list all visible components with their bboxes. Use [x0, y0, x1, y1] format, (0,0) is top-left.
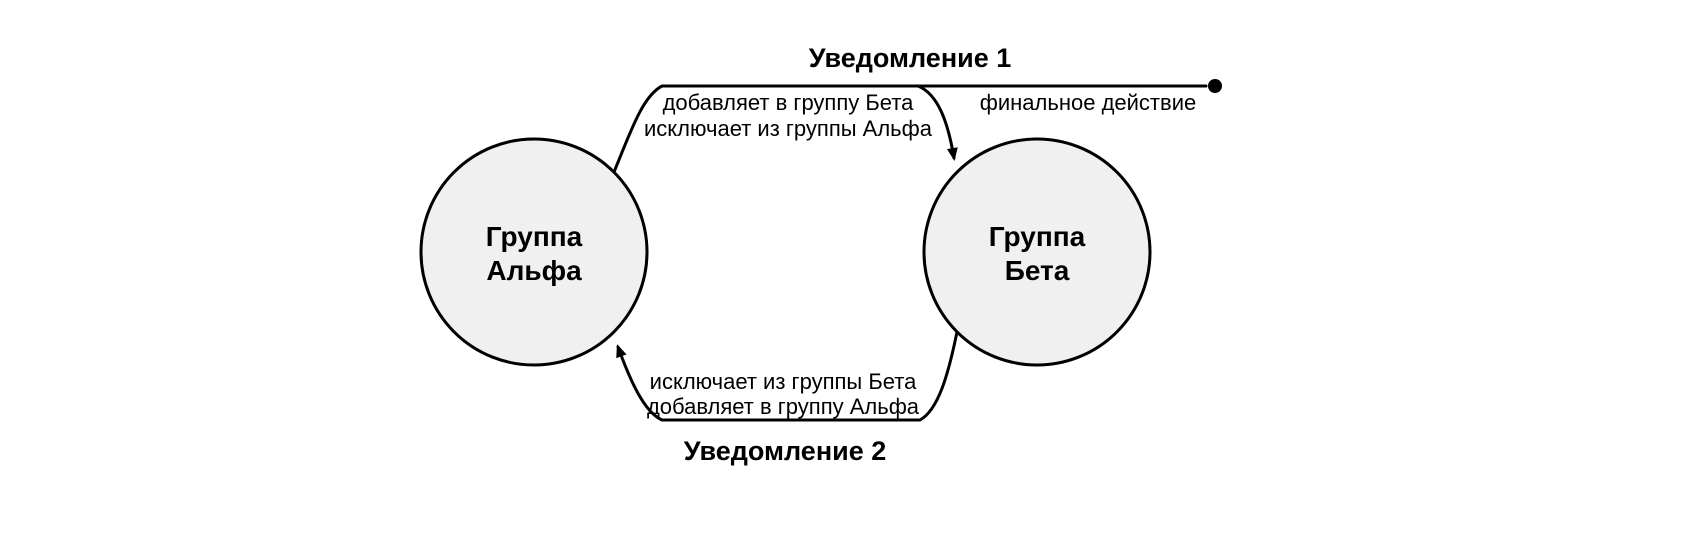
edge-notification2-bottom-line — [616, 330, 959, 422]
final-action-label: финальное действие — [980, 90, 1196, 115]
node-group-beta: Группа Бета — [922, 137, 1152, 367]
edge-notification1-label-line2: исключает из группы Альфа — [644, 116, 933, 141]
edge-notification2-label-line2: добавляет в группу Альфа — [647, 394, 920, 419]
node-beta-label-line2: Бета — [1005, 255, 1070, 286]
node-alpha-label-line2: Альфа — [486, 255, 582, 286]
final-state-dot-icon — [1208, 79, 1222, 93]
edge-notification1-arrow-branch — [916, 84, 958, 161]
node-beta-circle — [922, 137, 1152, 367]
edge-notification2-title: Уведомление 2 — [684, 436, 887, 466]
node-alpha-circle — [419, 137, 649, 367]
edge-notification1-top-line — [612, 84, 1208, 174]
edge-notification1-title: Уведомление 1 — [809, 43, 1012, 73]
edge-notification2-label-line1: исключает из группы Бета — [650, 369, 917, 394]
node-group-alpha: Группа Альфа — [419, 137, 649, 367]
edge-notification1-label-line1: добавляет в группу Бета — [663, 90, 915, 115]
node-beta-label-line1: Группа — [989, 221, 1086, 252]
node-alpha-label-line1: Группа — [486, 221, 583, 252]
